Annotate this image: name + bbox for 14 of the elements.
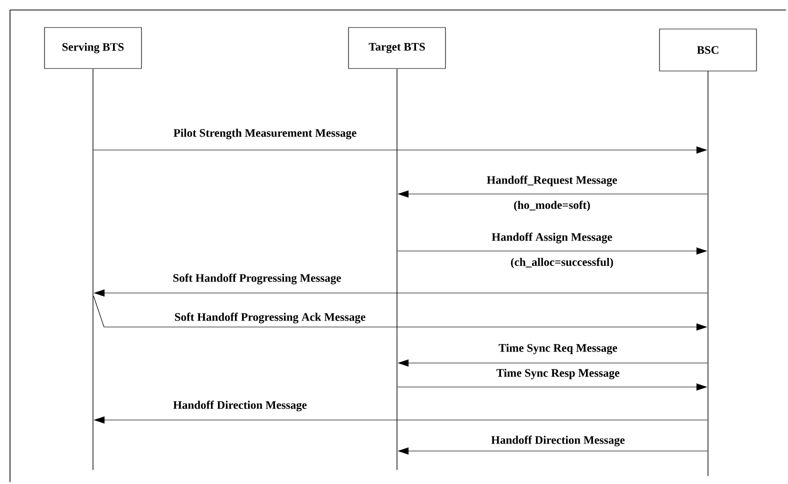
message-label: Time Sync Resp Message	[496, 368, 620, 380]
message-label: Handoff Direction Message	[491, 436, 625, 446]
message-label: Soft Handoff Progressing Message	[173, 274, 341, 284]
parameter-label: (ho_mode=soft)	[514, 200, 590, 212]
message-label: Time Sync Req Message	[498, 344, 618, 354]
participant-box: Target BTS	[348, 27, 446, 69]
message-label: Handoff Assign Message	[492, 232, 612, 244]
parameter-label: (ch_alloc=successful)	[511, 258, 613, 268]
message-label: Handoff Direction Message	[173, 400, 307, 412]
message-label: Soft Handoff Progressing Ack Message	[175, 312, 366, 324]
message-label: Handoff_Request Message	[486, 176, 617, 186]
participant-box: Serving BTS	[44, 27, 142, 69]
participant-box: BSC	[659, 28, 757, 72]
message-label: Pilot Strength Measurement Message	[174, 128, 356, 140]
